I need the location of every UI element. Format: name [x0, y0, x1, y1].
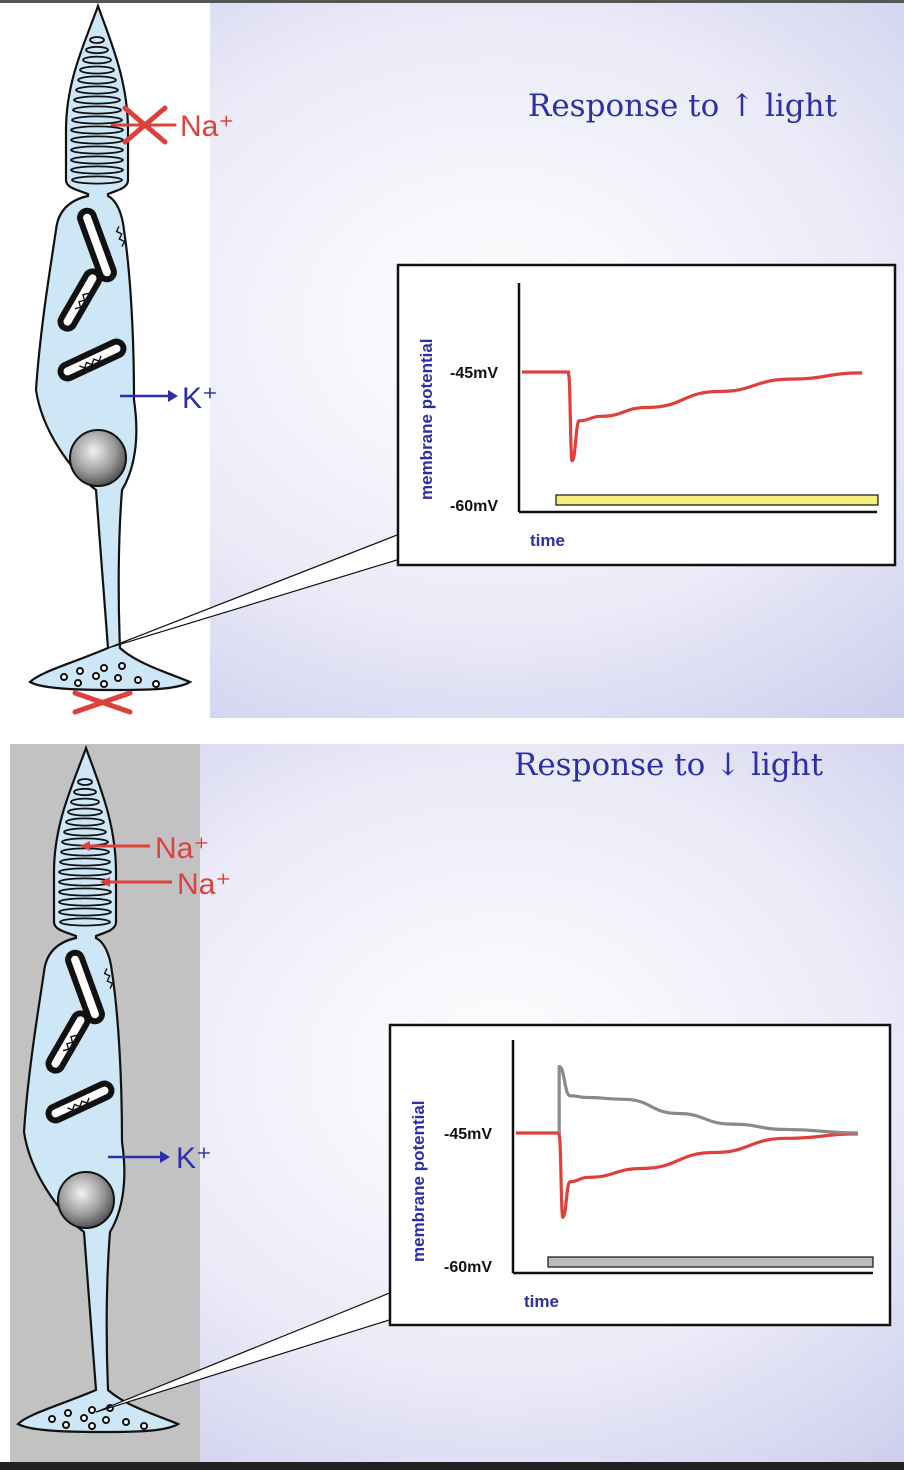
- chart-1-light-stimulus-bar: [555, 494, 879, 506]
- k-efflux-arrow-icon-2: [108, 1151, 170, 1163]
- chart-1-xlabel: time: [530, 531, 565, 550]
- panel-1-title: Response to ↑ light: [528, 88, 838, 124]
- na-channel-blocked-icon: [110, 105, 177, 145]
- chart-2: membrane potential time -45mV -60mV: [388, 1023, 892, 1327]
- panel-light-decrease: Na⁺ Na⁺ K⁺ Response to ↓ light membrane …: [10, 744, 904, 1470]
- panel-light-increase: Na⁺ K⁺ Response to ↑ light membrane pote…: [0, 0, 904, 718]
- chart-1-ytick-bottom: -60mV: [450, 498, 498, 515]
- na-label-2a: Na⁺: [155, 832, 209, 865]
- panel-2-title: Response to ↓ light: [514, 747, 824, 783]
- na-label-2b: Na⁺: [177, 868, 231, 901]
- chart-2-ylabel: membrane potential: [409, 1100, 428, 1262]
- chart-1-series-1-trace: [522, 370, 863, 463]
- chart-2-xlabel: time: [524, 1292, 559, 1311]
- na-label-1: Na⁺: [180, 110, 234, 143]
- na-influx-arrows-icon: [80, 841, 172, 887]
- chart-2-ytick-top: -45mV: [444, 1126, 492, 1143]
- chart-1: membrane potential time -45mV -60mV: [396, 263, 897, 567]
- chart-2-light-stimulus-bar: [547, 1256, 874, 1268]
- chart-2-frame: [388, 1023, 892, 1327]
- chart-1-ylabel: membrane potential: [417, 338, 436, 500]
- k-efflux-arrow-icon: [120, 390, 178, 402]
- chart-2-series-1-trace: [516, 1131, 859, 1219]
- chart-1-ytick-top: -45mV: [450, 365, 498, 382]
- k-label-1: K⁺: [182, 382, 218, 415]
- transmitter-release-blocked-icon: [72, 690, 133, 715]
- panel-divider: [0, 718, 904, 744]
- chart-2-ytick-bottom: -60mV: [444, 1259, 492, 1276]
- k-label-2: K⁺: [176, 1142, 212, 1175]
- chart-2-series-2-trace: [557, 1064, 859, 1135]
- chart-1-frame: [396, 263, 897, 567]
